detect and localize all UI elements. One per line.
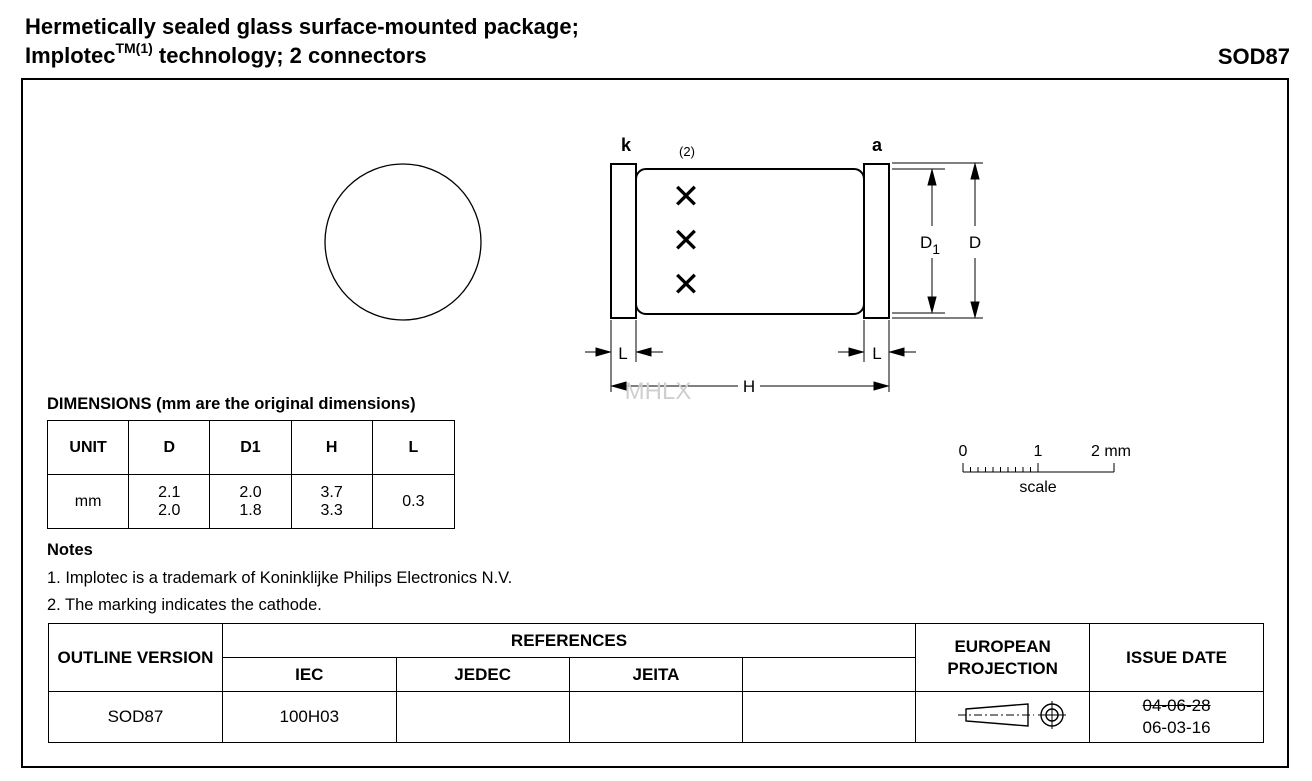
outline-frame — [21, 78, 1289, 768]
watermark: MHLX — [625, 378, 692, 405]
iec-header: IEC — [221, 657, 397, 692]
anode-label: a — [872, 135, 883, 155]
title-line-2: ImplotecTM(1) technology; 2 connectors — [25, 40, 427, 70]
end-view-circle — [324, 163, 482, 321]
notes-heading: Notes — [47, 541, 93, 559]
outline-version-header: OUTLINE VERSION — [48, 623, 223, 692]
l-dimension-left — [585, 347, 663, 357]
iec-value: 100H03 — [221, 691, 397, 743]
l-label-right: L — [872, 344, 881, 363]
trademark-superscript: TM(1) — [115, 40, 153, 56]
note-2: 2. The marking indicates the cathode. — [47, 596, 322, 614]
scale-tick-1: 1 — [1034, 443, 1043, 460]
d1-label: D1 — [920, 233, 940, 257]
l-label-left: L — [618, 344, 627, 363]
issue-date-cell: 04-06-28 06-03-16 — [1089, 691, 1264, 743]
d-dimension — [892, 162, 983, 319]
jeita-value — [568, 691, 744, 743]
anode-cap — [863, 163, 890, 319]
references-value-row: SOD87 100H03 04-06-28 06-03-16 — [48, 691, 1264, 743]
extra-header — [742, 657, 917, 692]
d1-label-sub: 1 — [932, 241, 940, 257]
marking-cross-1: ✕ — [672, 178, 701, 216]
scale-label: scale — [1019, 479, 1056, 496]
jeita-header: JEITA — [568, 657, 744, 692]
package-body — [635, 168, 865, 315]
european-projection-header: EUROPEAN PROJECTION — [915, 623, 1091, 692]
references-table: OUTLINE VERSION REFERENCES EUROPEAN PROJ… — [48, 623, 1264, 743]
marking-cross-3: ✕ — [672, 266, 701, 304]
issue-date-new: 06-03-16 — [1142, 718, 1211, 737]
extension-lines — [610, 320, 890, 392]
h-label: H — [743, 377, 755, 396]
dimensions-heading: DIMENSIONS (mm are the original dimensio… — [47, 395, 416, 413]
d-min: 2.0 — [158, 501, 181, 519]
scale-tick-0: 0 — [959, 443, 968, 460]
cell-l: 0.3 — [371, 474, 456, 529]
issue-date-old: 04-06-28 — [1142, 696, 1211, 715]
h-min: 3.3 — [320, 501, 343, 519]
h-max: 3.7 — [320, 483, 343, 501]
col-unit: UNIT — [46, 420, 130, 475]
title-implotec: Implotec — [25, 43, 116, 68]
cathode-label: k — [621, 135, 632, 155]
extra-value — [742, 691, 917, 743]
scale-bar — [962, 463, 1115, 473]
col-h: H — [290, 420, 373, 475]
col-d1: D1 — [209, 420, 292, 475]
d1-min: 1.8 — [239, 501, 262, 519]
references-header-row-2: IEC JEDEC JEITA — [49, 657, 1264, 692]
package-code: SOD87 — [1217, 44, 1290, 69]
d-max: 2.1 — [158, 483, 181, 501]
jedec-header: JEDEC — [395, 657, 570, 692]
d1-max: 2.0 — [239, 483, 262, 501]
issue-date-header: ISSUE DATE — [1089, 623, 1264, 692]
outline-version-value: SOD87 — [48, 691, 223, 743]
marking-cross-2: ✕ — [672, 222, 701, 260]
title-suffix: technology; 2 connectors — [152, 43, 427, 68]
col-l: L — [371, 420, 456, 475]
references-header-row-1: OUTLINE VERSION REFERENCES EUROPEAN PROJ… — [48, 623, 1264, 692]
scale-tick-2: 2 mm — [1091, 443, 1131, 460]
references-header: REFERENCES — [221, 623, 917, 658]
h-dimension — [610, 381, 890, 391]
d1-label-main: D — [920, 233, 932, 252]
title-line-1: Hermetically sealed glass surface-mounte… — [25, 14, 579, 39]
cell-unit: mm — [46, 474, 130, 529]
projection-symbol-icon — [957, 700, 1066, 729]
d1-dimension — [892, 168, 945, 314]
col-d: D — [128, 420, 211, 475]
d-label: D — [969, 233, 981, 252]
l-dimension-right — [838, 347, 916, 357]
note-1: 1. Implotec is a trademark of Koninklijk… — [47, 569, 513, 587]
projection-cell — [915, 691, 1091, 743]
cathode-cap — [610, 163, 637, 319]
marking-note-ref: (2) — [679, 144, 695, 159]
jedec-value — [395, 691, 570, 743]
dimensions-header-row: UNIT D D1 H L — [46, 420, 456, 475]
